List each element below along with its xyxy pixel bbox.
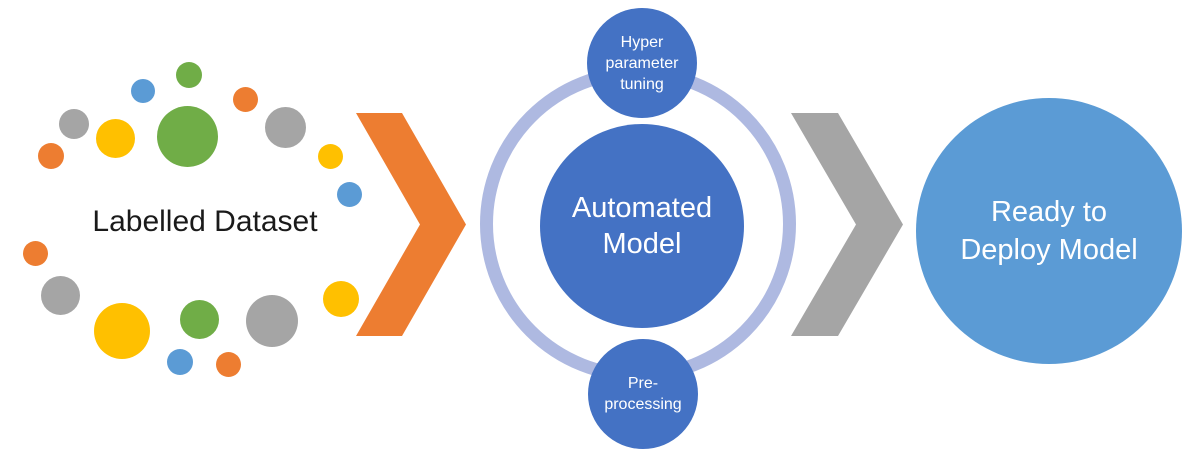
preprocessing-bubble[interactable]: Pre- processing bbox=[588, 339, 698, 449]
dot-grey-upperright bbox=[265, 107, 306, 148]
dot-orange-topright bbox=[233, 87, 258, 112]
automated-model-bubble[interactable]: Automated Model bbox=[540, 124, 744, 328]
dot-yellow-large bbox=[94, 303, 150, 359]
dot-green-bottom bbox=[180, 300, 219, 339]
dot-blue-topleft bbox=[131, 79, 155, 103]
dot-grey-upperleft bbox=[59, 109, 89, 139]
dot-orange-farleft bbox=[38, 143, 64, 169]
orange-chevron-icon bbox=[356, 113, 466, 336]
dot-blue-right bbox=[337, 182, 362, 207]
grey-chevron-icon bbox=[791, 113, 903, 336]
ready-to-deploy-model-label: Ready to Deploy Model bbox=[960, 196, 1138, 266]
preprocessing-label: Pre- processing bbox=[604, 375, 682, 413]
dot-green-top bbox=[176, 62, 202, 88]
automated-model-label: Automated Model bbox=[571, 192, 713, 260]
dot-yellow-right bbox=[318, 144, 343, 169]
dot-yellow-left bbox=[96, 119, 135, 158]
hyperparameter-tuning-label: Hyper parameter tuning bbox=[605, 33, 679, 93]
dot-orange-bottom bbox=[216, 352, 241, 377]
dot-blue-bottom bbox=[167, 349, 193, 375]
hyperparameter-tuning-bubble[interactable]: Hyper parameter tuning bbox=[587, 8, 697, 118]
dot-green-large bbox=[157, 106, 218, 167]
dot-grey-lowerleft bbox=[41, 276, 80, 315]
dot-yellow-bottomrt bbox=[323, 281, 359, 317]
labelled-dataset-label: Labelled Dataset bbox=[92, 205, 318, 238]
dot-orange-lowerleft bbox=[23, 241, 48, 266]
ready-to-deploy-model-bubble[interactable]: Ready to Deploy Model bbox=[916, 98, 1182, 364]
dot-grey-bottomright bbox=[246, 295, 298, 347]
